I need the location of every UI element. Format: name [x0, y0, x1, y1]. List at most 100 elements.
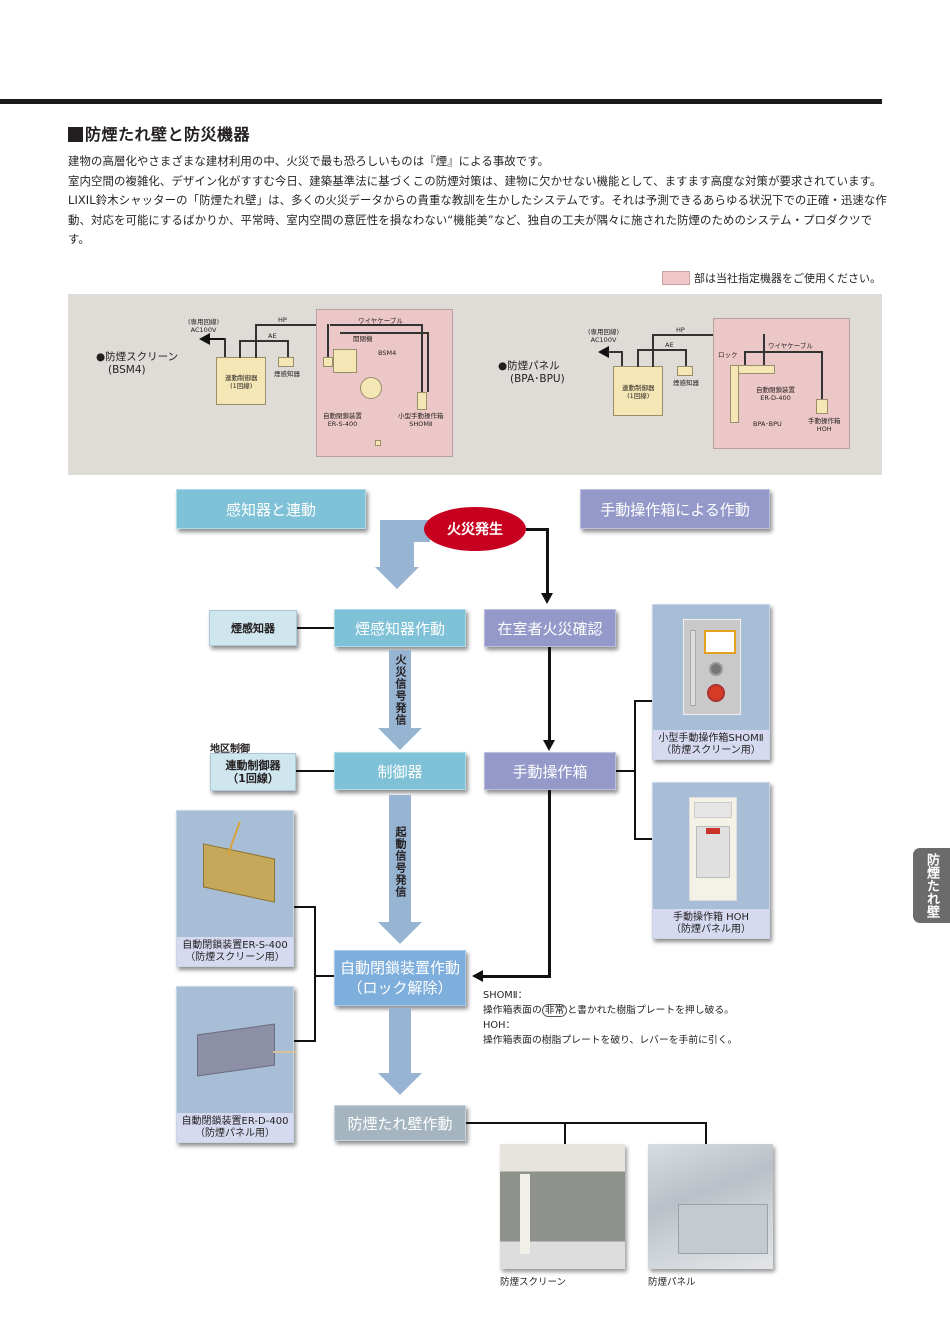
side-index-tab[interactable]: 防煙たれ壁 [913, 848, 950, 923]
start-signal-label: 起動信号発信 [394, 826, 407, 898]
ae-label: AE [665, 341, 674, 349]
flow-arrow-head [378, 728, 422, 750]
operation-note: SHOMⅡ： 操作箱表面の非常と書かれた樹脂プレートを押し破る。 HOH： 操作… [483, 988, 737, 1048]
intro-paragraph: 建物の高層化やさまざまな建材利用の中、火災で最も恐ろしいものは『煙』による事故で… [68, 154, 550, 168]
header-sensor-linked: 感知器と連動 [176, 489, 366, 529]
smoke-sensor-activation: 煙感知器作動 [334, 609, 466, 647]
pink-swatch [662, 271, 690, 285]
panel-bar [730, 365, 739, 423]
ae-label: AE [268, 332, 277, 340]
intro-text: 建物の高層化やさまざまな建材利用の中、火災で最も恐ろしいものは『煙』による事故で… [68, 152, 888, 250]
wire [255, 324, 257, 358]
wire [652, 334, 764, 336]
area-control-label: 地区制御 [210, 744, 250, 755]
arrow-down-icon [543, 740, 555, 751]
smoke-sensor-box [278, 357, 294, 367]
ers-product-card: 自動閉鎖装置ER-S-400（防煙スクリーン用） [176, 810, 294, 967]
bottom-weight [375, 440, 381, 446]
connector-line [634, 700, 654, 702]
erd-product-card: 自動閉鎖装置ER-D-400（防煙パネル用） [176, 986, 297, 1143]
smoke-panel-caption: 防煙パネル [648, 1277, 696, 1288]
connector-line [546, 528, 549, 594]
connector-line [296, 770, 334, 772]
hoh-product-card: 手動操作箱 HOH（防煙パネル用） [652, 782, 770, 939]
connector-line [294, 1040, 316, 1042]
smoke-sensor-label: 煙感知器 [274, 370, 300, 378]
controller-box [216, 357, 266, 405]
intro-paragraph: 室内空間の複雑化、デザイン化がすすむ今日、建築基準法に基づくこの防煙対策は、建物… [68, 173, 882, 188]
lock-label: ロック [718, 351, 738, 359]
flow-arrow [389, 1008, 411, 1074]
wire [427, 332, 429, 392]
note-shom-label: SHOMⅡ： [483, 990, 528, 1001]
wire [637, 349, 686, 351]
hp-label: HP [278, 316, 287, 324]
connector-line [466, 1122, 706, 1124]
connector-line [297, 627, 335, 629]
unit-label: BSM4 [378, 349, 397, 357]
wire [637, 349, 639, 367]
power-wire [206, 338, 226, 340]
shom-caption: 小型手動操作箱SHOMⅡ（防煙スクリーン用） [653, 730, 769, 759]
wire [744, 351, 822, 353]
flow-arrow-head [378, 1073, 422, 1095]
smoke-screen-photo [500, 1144, 625, 1269]
smoke-panel-photo [648, 1144, 773, 1269]
wire-cable-label: ワイヤケーブル [768, 342, 813, 350]
diagram-panel: ●防煙パネル(BPA･BPU) (専用回線)AC100V 連動制御器(1回線) … [480, 294, 882, 475]
smoke-sensor-box [677, 366, 693, 376]
arrow-left-icon [472, 970, 483, 982]
wire [421, 324, 423, 392]
controller-label: 連動制御器(1回線) [225, 374, 258, 390]
wire [255, 324, 327, 326]
hp-label: HP [676, 326, 685, 334]
wire [287, 340, 289, 358]
section-title-text: 防煙たれ壁と防災機器 [85, 125, 251, 144]
diagram-screen: ●防煙スクリーン(BSM4) (専用回線)AC100V 連動制御器(1回線) A… [68, 294, 468, 475]
arrow-down-icon [541, 593, 553, 604]
fire-outbreak-badge: 火災発生 [424, 507, 526, 551]
ers-caption: 自動閉鎖装置ER-S-400（防煙スクリーン用） [177, 937, 293, 966]
opener-box [333, 349, 357, 373]
arrow-left-icon [199, 333, 210, 345]
top-rule [0, 99, 882, 104]
wire [621, 351, 623, 367]
connector-line [548, 647, 551, 741]
smoke-screen-caption: 防煙スクリーン [500, 1277, 567, 1288]
header-manual-box: 手動操作箱による作動 [580, 489, 770, 529]
wire [239, 340, 288, 342]
wire-cable-label: ワイヤケーブル [358, 317, 403, 325]
shom-device-image [683, 619, 741, 715]
flow-arrow [389, 795, 411, 923]
flow-arrow [389, 650, 411, 730]
connector-line [314, 975, 334, 977]
wire [327, 324, 329, 358]
wire [224, 338, 226, 358]
controller-label: 連動制御器(1回線) [622, 384, 655, 400]
connector-line [548, 790, 551, 977]
legend-note-text: 部は当社指定機器をご使用ください。 [694, 272, 881, 285]
wire [330, 324, 422, 326]
wire [340, 332, 428, 334]
wire [685, 349, 687, 367]
connector-line [616, 770, 636, 772]
wire [821, 351, 823, 399]
circled-emergency-label: 非常 [541, 1004, 568, 1017]
erd-device-image [197, 1023, 275, 1077]
connector-line [634, 838, 654, 840]
connector-line [314, 906, 316, 1042]
wire [652, 334, 654, 367]
erd-caption: 自動閉鎖装置ER-D-400（防煙パネル用） [177, 1113, 293, 1142]
flow-arrow [380, 520, 414, 568]
unit-label: BPA･BPU [753, 420, 782, 428]
wall-activation: 防煙たれ壁作動 [334, 1105, 466, 1141]
hoh-device-image [689, 797, 737, 901]
shom-product-card: 小型手動操作箱SHOMⅡ（防煙スクリーン用） [652, 604, 770, 760]
intro-paragraph: LIXIL鈴木シャッターの「防煙たれ壁」は、多くの火災データからの貴重な教訓を生… [68, 193, 887, 246]
note-hoh-text: 操作箱表面の樹脂プレートを破り、レバーを手前に引く。 [483, 1035, 738, 1046]
flow-arrow-head [375, 567, 419, 589]
roller-circle [360, 377, 382, 399]
